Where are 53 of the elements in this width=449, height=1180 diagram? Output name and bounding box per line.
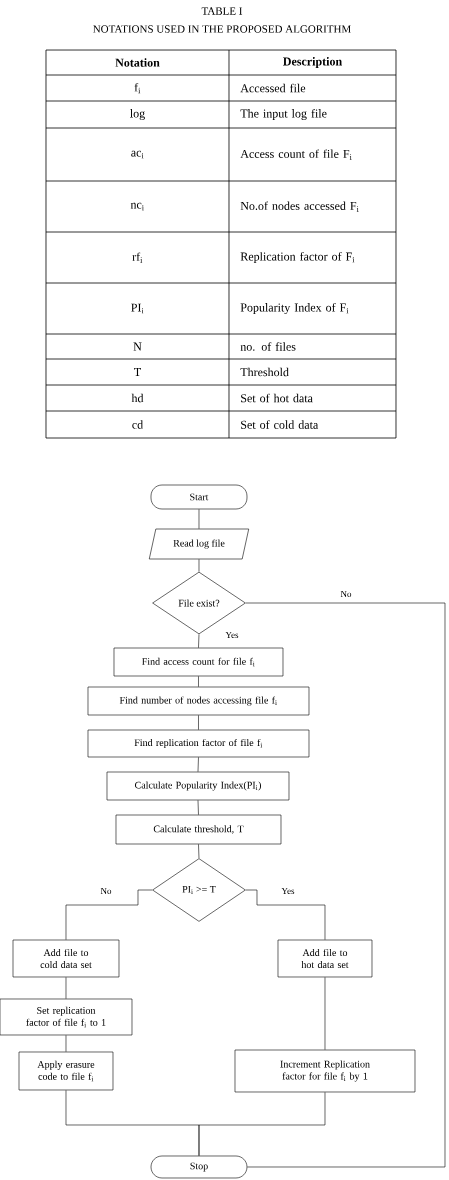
edge-label: No [339,590,353,598]
process-box: Calculate threshold, T [115,814,282,845]
process-box: Calculate Popularity Index(PI$_{i}$) [106,771,290,801]
connector-line [198,676,199,687]
process-box: Find replication factor of file f$_{i}$ [87,729,310,758]
process-box: Find access count for file f$_{i}$ [113,647,284,677]
table-cell: cd [132,420,143,429]
table-cell: nc$_{i}$ [130,202,144,211]
table-cell: PI$_{i}$ [131,303,144,314]
connector-line [198,715,199,730]
connector-line [197,757,199,772]
table-cell: N [133,342,142,351]
table-cell: Accessed file [240,83,306,93]
table-cell: rf$_{i}$ [132,252,143,263]
process-box: Apply erasure code to file f$_{i}$ [18,1051,114,1091]
input-parallelogram: Read log file [148,528,250,560]
table-cell: Replication factor of F$_{i}$ [240,252,355,263]
connector-line [324,977,326,1050]
connector-line [198,634,200,648]
connector-line [198,509,200,529]
table-cell: No.of nodes accessed F$_{i}$ [240,201,359,212]
connector-line [197,800,199,815]
process-box: Find number of nodes accessing file f$_{i}$ [87,686,310,716]
table-cell: ac$_{i}$ [131,150,144,159]
table-cell: f$_{i}$ [134,82,141,94]
process-box: Set replication factor of file f$_{i}$ to 1 [0,998,133,1036]
connector-line [65,889,153,940]
table-cell: The input log file [240,109,327,121]
connector-line [65,977,67,999]
edge-label: No [99,887,113,895]
connector-line [198,559,200,572]
connector-line [245,889,326,940]
table-cell: no. of files [240,342,296,351]
table-header: Description [283,57,342,68]
edge-label: Yes [280,887,296,895]
connector-line [198,844,200,859]
table-title: NOTATIONS USED IN THE PROPOSED ALGORITHM [93,25,351,33]
table-cell: Set of hot data [241,393,313,403]
connector-line [245,602,446,1168]
table-title: TABLE I [201,7,243,15]
table-cell: T [134,368,141,376]
table-cell: hd [131,393,144,403]
connector-line [198,1092,326,1156]
connector-line [65,1035,67,1052]
process-box: Add file to hot data set [277,939,373,978]
table-cell: Access count of file F$_{i}$ [240,149,352,160]
table-cell: Popularity Index of F$_{i}$ [240,303,349,315]
table-cell: Threshold [240,367,289,377]
process-box: Add file to cold data set [12,939,120,978]
table-cell: log [130,109,145,120]
table-cell: Set of cold data [241,420,319,429]
table-header: Notation [115,58,160,67]
process-box: Increment Replication factor for file f$_{i}$ by 1 [234,1049,416,1093]
